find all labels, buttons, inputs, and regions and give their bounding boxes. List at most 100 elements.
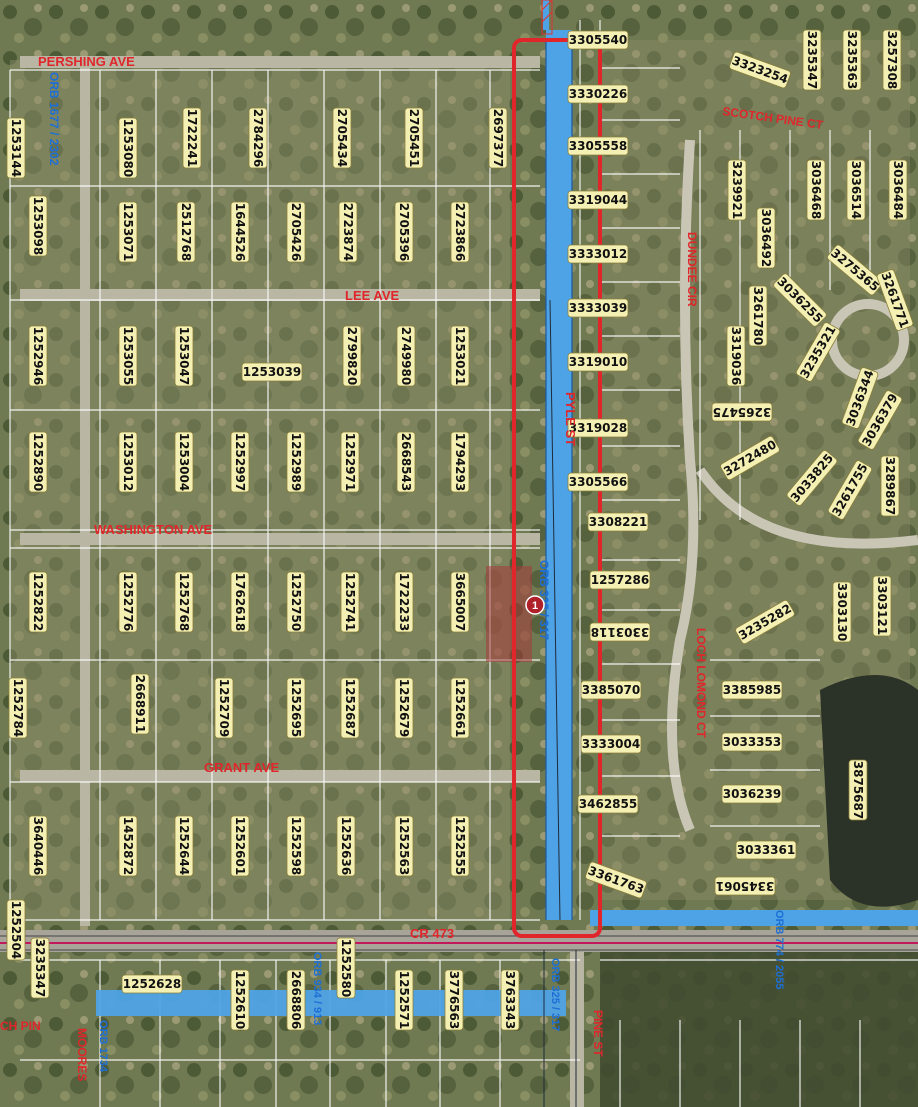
parcel-label[interactable]: 3235347 [802,29,822,91]
parcel-label[interactable]: 2705396 [394,201,414,263]
parcel-label[interactable]: 2749980 [396,325,416,387]
parcel-label[interactable]: 1252580 [336,937,356,999]
parcel-label[interactable]: 3239921 [727,159,747,221]
parcel-label[interactable]: 1253039 [241,362,303,382]
parcel-label[interactable]: 3319028 [567,418,629,438]
parcel-label[interactable]: 1253144 [6,117,26,179]
parcel-label[interactable]: 1253012 [118,431,138,493]
parcel-label[interactable]: 2668806 [286,969,306,1031]
parcel-marker[interactable]: 1 [525,595,545,615]
parcel-label[interactable]: 1253098 [28,195,48,257]
parcel-label[interactable]: 3345061 [714,876,776,896]
parcel-label[interactable]: 3776563 [444,969,464,1031]
parcel-label[interactable]: 3333012 [567,244,629,264]
parcel-label[interactable]: 3305540 [567,30,629,50]
parcel-label[interactable]: 3303130 [832,581,852,643]
parcel-label[interactable]: 1452872 [118,815,138,877]
parcel-label[interactable]: 1252504 [6,899,26,961]
parcel-label[interactable]: 3235363 [842,29,862,91]
parcel-label[interactable]: 1253071 [118,201,138,263]
parcel-label[interactable]: 3385070 [580,680,642,700]
parcel-label[interactable]: 1252636 [336,815,356,877]
parcel-label[interactable]: 1252741 [340,571,360,633]
parcel-label[interactable]: 1252644 [174,815,194,877]
parcel-label[interactable]: 1252661 [450,677,470,739]
parcel-label[interactable]: 1252610 [230,969,250,1031]
parcel-label[interactable]: 1252555 [450,815,470,877]
parcel-label[interactable]: 3303118 [589,622,651,642]
parcel-label[interactable]: 2723866 [450,201,470,263]
parcel-label[interactable]: 2697377 [488,107,508,169]
parcel-label[interactable]: 3261780 [748,285,768,347]
parcel-label[interactable]: 1762618 [230,571,250,633]
parcel-label[interactable]: 3665007 [450,571,470,633]
parcel-label[interactable]: 1252768 [174,571,194,633]
parcel-label[interactable]: 3333039 [567,298,629,318]
parcel-label[interactable]: 3763343 [500,969,520,1031]
parcel-label[interactable]: 2799820 [342,325,362,387]
parcel-label[interactable]: 1252946 [28,325,48,387]
parcel-label[interactable]: 2668911 [130,673,150,735]
parcel-label[interactable]: 2723874 [338,201,358,263]
parcel-label[interactable]: 1252679 [394,677,414,739]
parcel-id-text: 3319036 [729,327,743,385]
parcel-label[interactable]: 3036514 [846,159,866,221]
parcel-label[interactable]: 3330226 [567,84,629,104]
parcel-label[interactable]: 3235347 [30,937,50,999]
parcel-label[interactable]: 3319036 [726,325,746,387]
parcel-label[interactable]: 3462855 [577,794,639,814]
parcel-label[interactable]: 3036468 [806,159,826,221]
parcel-label[interactable]: 3308221 [587,512,649,532]
parcel-label[interactable]: 1644526 [230,201,250,263]
parcel-label[interactable]: 1252776 [118,571,138,633]
parcel-label[interactable]: 1257286 [589,570,651,590]
parcel-label[interactable]: 1252695 [286,677,306,739]
parcel-label[interactable]: 2668543 [396,431,416,493]
parcel-label[interactable]: 1252822 [28,571,48,633]
parcel-label[interactable]: 1252784 [8,677,28,739]
parcel-label[interactable]: 1253021 [450,325,470,387]
parcel-label[interactable]: 3640446 [28,815,48,877]
parcel-label[interactable]: 3289867 [880,455,900,517]
parcel-label[interactable]: 1722233 [394,571,414,633]
parcel-label[interactable]: 1252971 [340,431,360,493]
parcel-label[interactable]: 1252750 [286,571,306,633]
parcel-label[interactable]: 1252601 [230,815,250,877]
parcel-label[interactable]: 3319044 [567,190,629,210]
parcel-label[interactable]: 1252687 [340,677,360,739]
parcel-label[interactable]: 1253080 [118,117,138,179]
parcel-label[interactable]: 3033361 [735,840,797,860]
parcel-label[interactable]: 3305558 [567,136,629,156]
parcel-label[interactable]: 3333004 [580,734,642,754]
parcel-label[interactable]: 2784296 [248,107,268,169]
parcel-label[interactable]: 3036239 [721,784,783,804]
parcel-label[interactable]: 1253055 [118,325,138,387]
parcel-label[interactable]: 3305566 [567,472,629,492]
parcel-label[interactable]: 2705426 [286,201,306,263]
parcel-label[interactable]: 3875687 [848,759,868,821]
parcel-label[interactable]: 1252890 [28,431,48,493]
parcel-label[interactable]: 3033353 [721,732,783,752]
parcel-label[interactable]: 1722241 [182,107,202,169]
parcel-label[interactable]: 1253004 [174,431,194,493]
parcel-label[interactable]: 1252989 [286,431,306,493]
parcel-label[interactable]: 3303121 [872,575,892,637]
parcel-label[interactable]: 1253047 [174,325,194,387]
street-label-washington-ave: WASHINGTON AVE [94,522,213,537]
parcel-label[interactable]: 3257308 [882,29,902,91]
parcel-label[interactable]: 3385985 [721,680,783,700]
parcel-label[interactable]: 3319010 [567,352,629,372]
parcel-label[interactable]: 1252563 [394,815,414,877]
parcel-label[interactable]: 3036492 [756,207,776,269]
parcel-label[interactable]: 1252628 [121,974,183,994]
parcel-label[interactable]: 3265475 [711,402,773,422]
parcel-label[interactable]: 3036484 [888,159,908,221]
parcel-label[interactable]: 1794293 [450,431,470,493]
parcel-label[interactable]: 2512768 [176,201,196,263]
parcel-label[interactable]: 2705434 [332,107,352,169]
parcel-label[interactable]: 1252598 [286,815,306,877]
parcel-label[interactable]: 2705451 [404,107,424,169]
parcel-label[interactable]: 1252709 [214,677,234,739]
parcel-label[interactable]: 1252997 [230,431,250,493]
parcel-label[interactable]: 1252571 [394,969,414,1031]
